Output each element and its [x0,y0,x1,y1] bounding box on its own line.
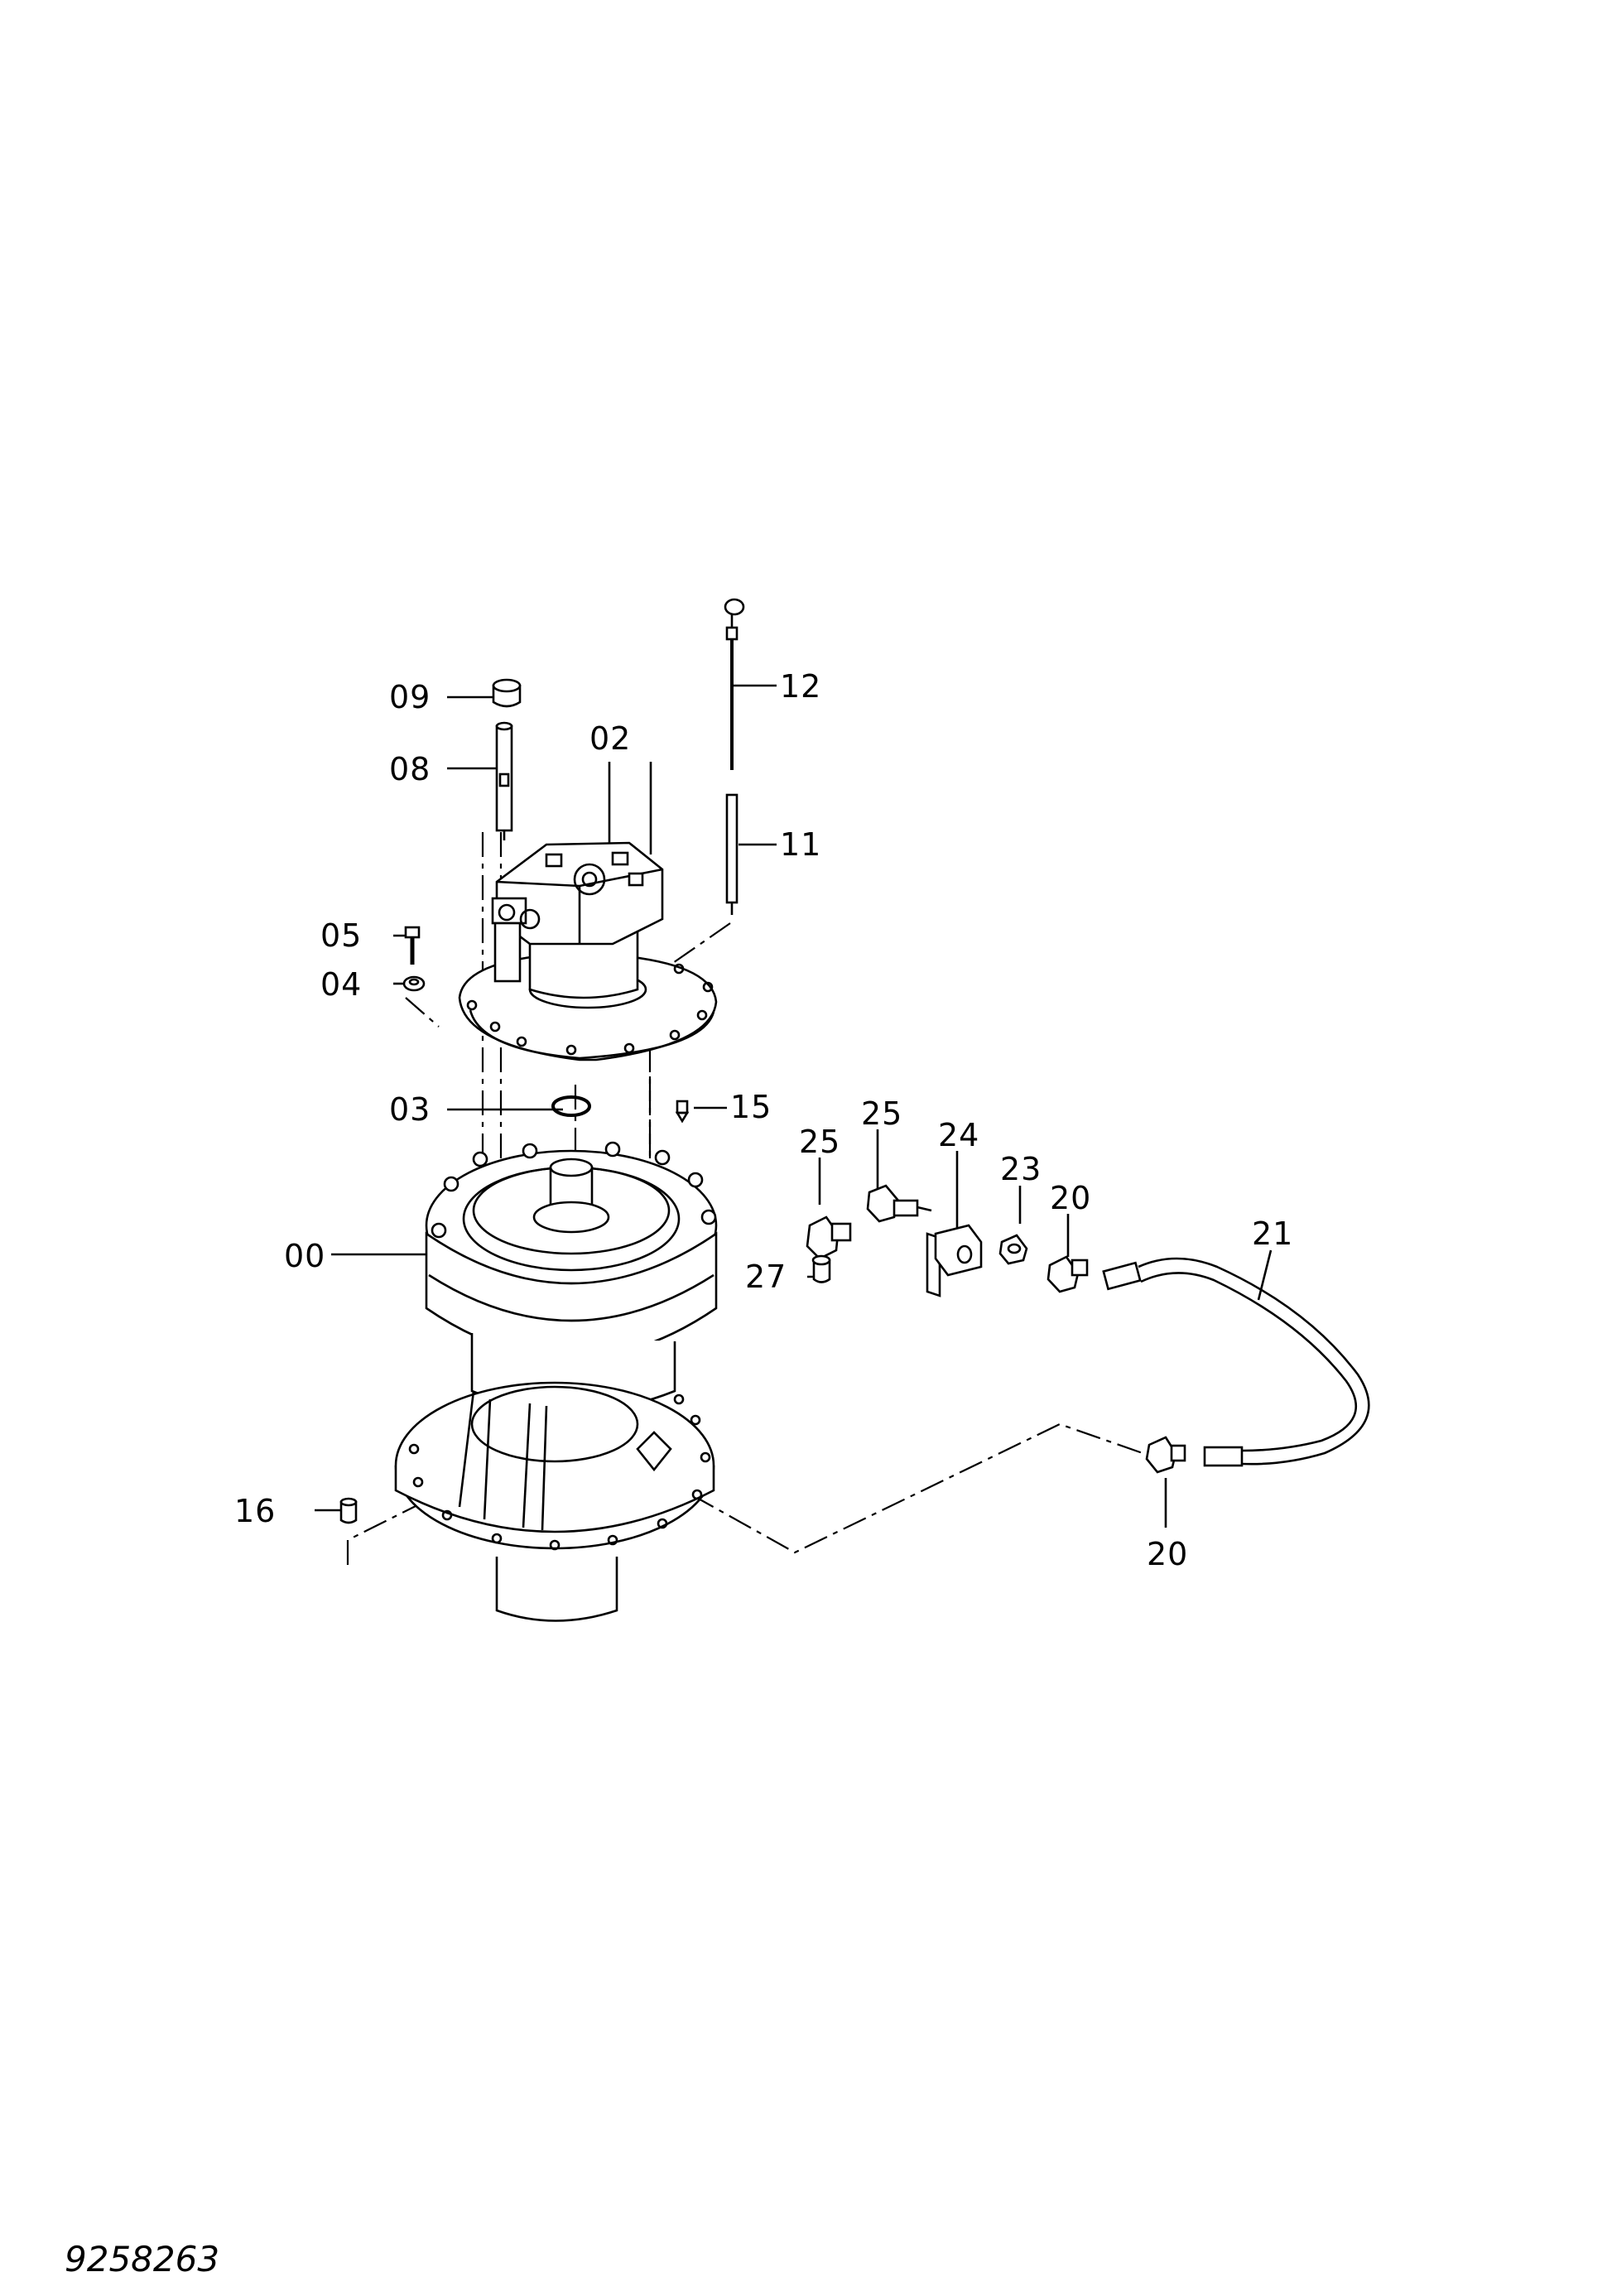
callout-08: 08 [389,751,431,787]
drawing-number: 9258263 [65,2239,220,2279]
part-15-plug [675,1100,690,1124]
callout-09: 09 [389,679,431,715]
part-21-hose [1102,1257,1370,1467]
callout-20-upper: 20 [1050,1180,1091,1216]
part-24-bracket [926,1224,983,1297]
callout-labels: 09 08 02 12 11 05 04 03 15 00 25 25 24 2… [234,668,1293,1572]
leader-lines [315,684,1273,1528]
part-11-guide-pipe [725,793,739,915]
callout-27: 27 [745,1259,787,1295]
part-04-washer [402,975,426,992]
callout-00: 00 [284,1238,325,1274]
callout-16: 16 [234,1493,276,1529]
part-03-o-ring [551,1095,591,1117]
part-12-dipstick [724,598,745,770]
callout-23: 23 [1000,1151,1042,1187]
callout-24: 24 [938,1117,979,1153]
part-00-swing-gear-housing [394,1141,718,1622]
callout-25-right: 25 [861,1095,902,1132]
part-02-swing-motor [458,762,718,1061]
part-23-adapter [998,1234,1028,1265]
callout-11: 11 [780,826,821,863]
callout-25-left: 25 [799,1124,840,1160]
part-25-elbow-right [866,1184,932,1223]
callout-02: 02 [589,720,631,757]
callout-20-lower: 20 [1147,1536,1188,1572]
part-09-cap [492,678,522,708]
callout-03: 03 [389,1091,431,1128]
part-16-plug [339,1497,358,1524]
callout-12: 12 [780,668,821,705]
callout-05: 05 [320,917,362,954]
part-08-pipe [495,721,513,840]
part-25-elbow-left [806,1215,852,1260]
part-27-plug [811,1254,831,1283]
part-05-bolt [404,926,421,965]
callout-04: 04 [320,966,362,1003]
part-20-elbow-lower [1145,1436,1186,1474]
callout-21: 21 [1252,1215,1293,1252]
callout-15: 15 [730,1089,772,1125]
part-20-elbow-upper [1046,1255,1089,1293]
